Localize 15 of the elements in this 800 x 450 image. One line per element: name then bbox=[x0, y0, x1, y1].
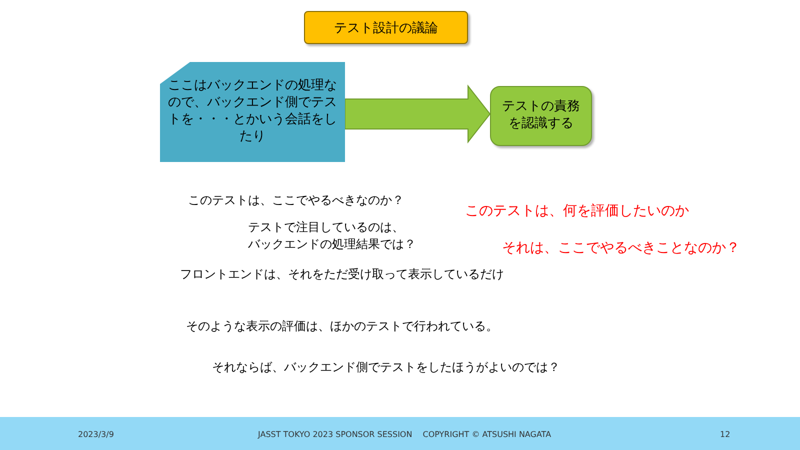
note-text: そのような表示の評価は、ほかのテストで行われている。 bbox=[186, 319, 498, 334]
footer-text: JASST TOKYO 2023 SPONSOR SESSION COPYRIGHT © ATSUSHI NAGATA bbox=[258, 430, 552, 440]
note-text: それは、ここでやるべきことなのか？ bbox=[502, 240, 740, 257]
note-text: テストで注目しているのは、 bbox=[248, 220, 404, 234]
block-arrow bbox=[344, 84, 491, 144]
note-text: バックエンドの処理結果では？ bbox=[248, 237, 416, 252]
note-text: それならば、バックエンド側でテストをしたほうがよいのでは？ bbox=[212, 360, 560, 374]
snipped-corner-box: ここはバックエンドの処理なので、バックエンド側でテストを・・・とかいう会話をしたり bbox=[160, 62, 345, 162]
footer-text: 12 bbox=[720, 430, 730, 440]
title-box: テスト設計の議論 bbox=[304, 11, 468, 44]
note-text: このテストは、何を評価したいのか bbox=[465, 203, 689, 220]
footer-text: 2023/3/9 bbox=[78, 430, 114, 440]
note-text: このテストは、ここでやるべきなのか？ bbox=[188, 193, 404, 208]
rounded-box: テストの責務を認識する bbox=[490, 86, 592, 146]
note-text: フロントエンドは、それをただ受け取って表示しているだけ bbox=[180, 267, 504, 282]
